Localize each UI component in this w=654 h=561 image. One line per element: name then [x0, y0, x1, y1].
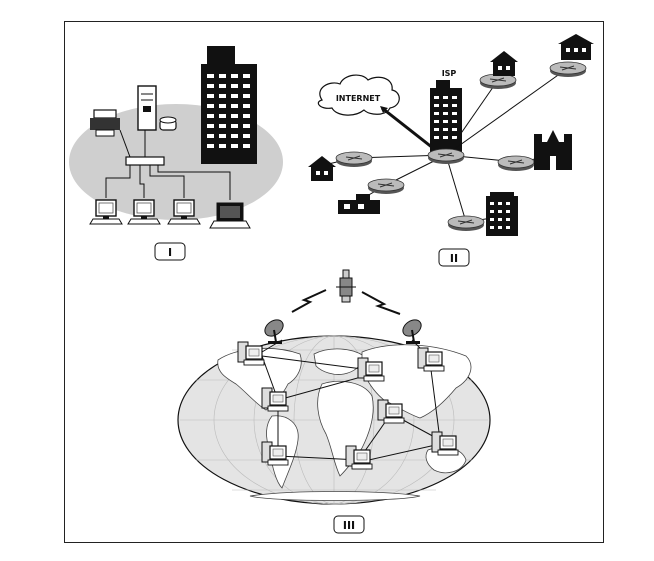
panel-lan: I	[69, 46, 283, 261]
workstation-icon	[261, 387, 289, 412]
house-icon	[490, 51, 518, 76]
internet-label: INTERNET	[336, 94, 381, 103]
router-icon	[497, 155, 535, 172]
isp-building-icon	[430, 80, 462, 154]
printer-icon	[90, 109, 120, 137]
signal-right	[361, 291, 401, 315]
lan-cables	[105, 129, 231, 200]
isp-router-icon	[427, 148, 465, 165]
panel-label: II	[450, 252, 458, 265]
router-icon	[549, 61, 587, 78]
laptop-icon	[209, 202, 251, 229]
panel-label-box	[154, 242, 186, 261]
workstation-icon	[377, 399, 405, 424]
internet-cloud	[317, 74, 400, 116]
router-icon	[335, 151, 373, 168]
warehouse-icon	[338, 194, 380, 214]
office-building-icon	[201, 46, 257, 164]
workstation-icon	[431, 431, 459, 456]
panel-label: I	[168, 246, 172, 259]
satellite-dish-icon	[398, 315, 426, 345]
satellite-icon	[336, 269, 356, 303]
server-icon	[137, 85, 177, 131]
large-house-icon	[558, 34, 594, 60]
router-icon	[447, 215, 485, 232]
workstation-icon	[345, 445, 373, 470]
panel-label-box	[438, 248, 470, 267]
europe	[313, 348, 365, 375]
satellite-dish-icon	[260, 315, 288, 345]
workstation-icon	[237, 341, 265, 366]
panel-wan: III	[177, 269, 491, 534]
isp-label: ISP	[442, 69, 457, 78]
church-icon	[534, 130, 572, 170]
router-icon	[367, 178, 405, 195]
router-icon	[479, 73, 517, 90]
house-icon	[308, 156, 336, 181]
panel-label-box	[333, 515, 365, 534]
workstation-icon	[357, 357, 385, 382]
internet-link	[381, 106, 439, 154]
signal-left	[291, 289, 327, 313]
workstation-icon	[261, 441, 289, 466]
panel-label: III	[343, 519, 355, 532]
hub-icon	[125, 156, 165, 166]
antarctica	[249, 491, 421, 501]
panel-internet: INTERNET ISP	[308, 34, 594, 267]
apartment-building-icon	[486, 192, 518, 236]
workstation-icon	[417, 347, 445, 372]
asia	[361, 344, 472, 419]
